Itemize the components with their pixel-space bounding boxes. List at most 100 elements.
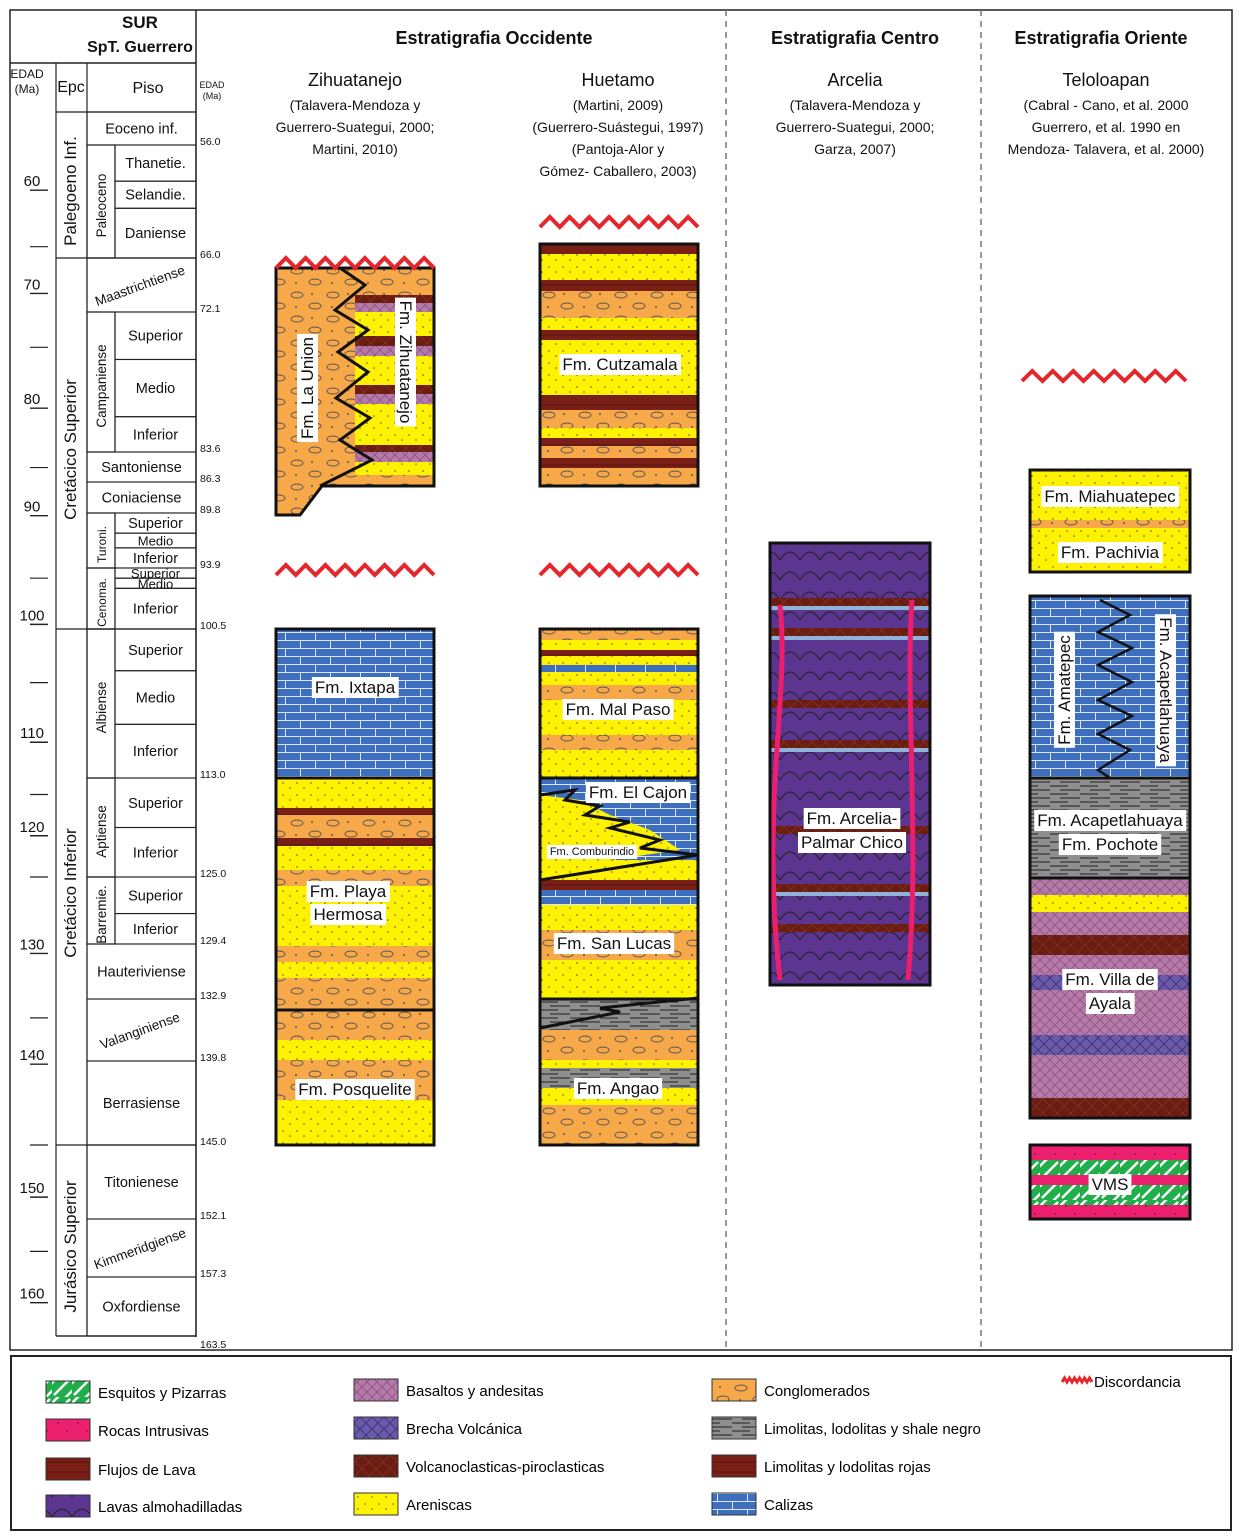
legend-swatch-breccia	[353, 1416, 399, 1440]
facies-contact	[539, 996, 699, 1030]
edad-unit: (Ma)	[15, 82, 40, 96]
formation-label-bg	[311, 677, 399, 698]
age-tick-label: 120	[19, 819, 44, 836]
stage-label: Oxfordiense	[102, 1300, 180, 1316]
locality-ref: (Guerrero-Suástegui, 1997)	[532, 119, 703, 135]
lithology-band	[540, 999, 698, 1030]
formation-label-bg	[1034, 810, 1187, 831]
locality-ref: Mendoza- Talavera, et al. 2000)	[1008, 141, 1205, 157]
terrane-label: SpT. Guerrero	[87, 39, 193, 56]
lithology-band	[770, 628, 930, 636]
locality-ref: Guerrero-Suategui, 2000;	[276, 119, 435, 135]
stage-label: Superior	[128, 888, 183, 904]
facies-contact	[319, 266, 376, 488]
age-tick-label: 150	[19, 1180, 44, 1197]
boundary-age-label: 163.5	[200, 1339, 226, 1351]
fm-comburindio: Fm. Comburindio	[550, 846, 634, 858]
age-tick-label: 80	[24, 391, 41, 408]
lithology-band	[770, 740, 930, 748]
formation-label-bg	[797, 832, 907, 853]
lithology-band	[770, 924, 930, 932]
stage-label: Valanginiense	[98, 1009, 182, 1052]
fm-villa-de-ayala: Fm. Villa de	[1065, 970, 1154, 989]
limestone-thin	[770, 606, 930, 610]
limestone-thin	[770, 892, 930, 896]
formation-label-bg	[559, 354, 682, 375]
age-tick-label: 90	[24, 499, 41, 516]
boundary-age-label: 125.0	[200, 868, 226, 880]
formation-label-bg	[585, 782, 691, 803]
lithology-band	[540, 640, 698, 650]
lithology-band	[355, 346, 434, 356]
lithology-band	[540, 960, 698, 999]
edad-header: EDAD	[10, 67, 44, 81]
legend-swatch-conglomerate	[711, 1378, 757, 1402]
lithology-band	[355, 385, 434, 394]
lithology-band	[276, 1010, 434, 1040]
lithology-band	[540, 650, 698, 656]
lithology-band	[355, 452, 434, 462]
unconformity	[274, 255, 436, 271]
lithology-band	[540, 890, 698, 905]
lithology-band	[540, 1030, 698, 1060]
lithology-band	[540, 735, 698, 750]
locality-ref: Garza, 2007)	[814, 141, 896, 157]
boundary-age-label: 72.1	[200, 303, 221, 315]
boundary-age-label: 66.0	[200, 249, 221, 261]
stage-header: Piso	[132, 80, 163, 97]
legend-label: Rocas Intrusivas	[98, 1423, 209, 1440]
epoch-label: Cretácico Superior	[61, 379, 80, 520]
stage-label: Inferior	[133, 551, 178, 567]
age-tick-label: 140	[19, 1047, 44, 1064]
series-label: Cenoma.	[95, 578, 109, 627]
lithology-band	[1030, 912, 1190, 935]
locality-ref: (Talavera-Mendoza y	[790, 97, 921, 113]
fm-ixtapa: Fm. Ixtapa	[315, 678, 396, 697]
legend-label: Basaltos y andesitas	[406, 1383, 544, 1400]
lithology-band	[540, 905, 698, 930]
center-title: Estratigrafia Centro	[771, 28, 939, 48]
series-label: Turoni.	[95, 526, 109, 563]
formation-label-bg	[1054, 631, 1075, 748]
stage-label: Santoniense	[101, 460, 182, 476]
stage-label: Superior	[128, 796, 183, 812]
formation-label-bg	[1085, 993, 1135, 1014]
lithology-band	[355, 303, 434, 312]
stage-label: Hauteriviense	[97, 965, 186, 981]
fm-amatepec: Fm. Amatepec	[1055, 635, 1074, 745]
fm-playa-hermosa: Hermosa	[314, 905, 384, 924]
formation-label-bg	[295, 1079, 415, 1100]
age-tick-label: 100	[19, 607, 44, 624]
age-tick-label: 60	[24, 173, 41, 190]
lithology-band	[276, 838, 434, 846]
column-border	[1028, 876, 1192, 1120]
boundary-age-label: 86.3	[200, 473, 221, 485]
lithology-band	[770, 884, 930, 892]
lithology-band	[540, 468, 698, 486]
fm-angao: Fm. Angao	[577, 1079, 659, 1098]
stage-label: Coniaciense	[102, 491, 182, 507]
legend-swatch-redsilt	[711, 1454, 757, 1478]
fm-posquelite: Fm. Posquelite	[298, 1080, 411, 1099]
stage-label: Berrasiense	[103, 1096, 180, 1112]
lithology-band	[1030, 1055, 1190, 1098]
legend-swatch-sandstone	[353, 1492, 399, 1516]
locality-ref: (Talavera-Mendoza y	[290, 97, 421, 113]
lithology-band	[540, 254, 698, 280]
lithology-band	[276, 629, 434, 778]
formation-label-bg	[553, 933, 675, 954]
stage-label: Medio	[138, 576, 173, 591]
stage-label: Eoceno inf.	[105, 122, 178, 138]
stage-label: Inferior	[133, 744, 178, 760]
legend-label: Flujos de Lava	[98, 1462, 196, 1479]
boundary-age-label: 93.9	[200, 559, 221, 571]
lithology-band	[355, 462, 434, 475]
formation-label-bg	[306, 881, 390, 902]
lithology-band	[355, 445, 434, 452]
unconformity	[274, 562, 436, 578]
legend-label: Volcanoclasticas-piroclasticas	[406, 1459, 604, 1476]
lithology-band	[540, 1105, 698, 1145]
fm-san-lucas: Fm. San Lucas	[557, 934, 671, 953]
boundary-age-label: 132.9	[200, 990, 226, 1002]
